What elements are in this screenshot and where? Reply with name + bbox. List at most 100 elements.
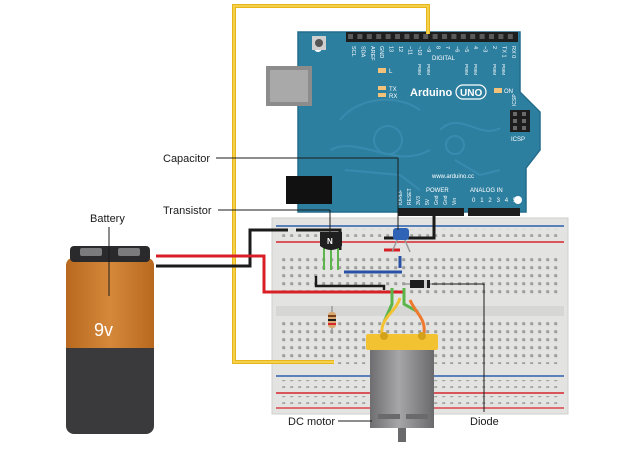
icsp-pin [513, 112, 517, 116]
analog-header [468, 208, 520, 216]
battery-negative-wire [156, 228, 288, 268]
pwm-label: PWM [492, 64, 497, 75]
header-pin-label: 7 [444, 46, 450, 49]
pwm-label: PWM [473, 64, 478, 75]
power-pin-label: 3V3 [416, 196, 422, 205]
motor-end-cap [366, 334, 438, 350]
header-pin [413, 34, 419, 39]
header-pin-label: 13 [388, 46, 394, 52]
header-pin [432, 34, 438, 39]
icsp-side-label: ICSP [512, 94, 518, 106]
l-led [378, 68, 386, 73]
wires [156, 4, 436, 364]
header-pin-label: ~5 [463, 46, 469, 52]
pwm-label: PWM [426, 64, 431, 75]
header-pin-label: 2 [491, 46, 497, 49]
website-label: www.arduino.cc [431, 174, 474, 180]
header-pin [460, 34, 466, 39]
header-pin [470, 34, 476, 39]
analog-pin-label: 0 [472, 198, 476, 204]
icsp-pin [513, 119, 517, 123]
header-pin [423, 34, 429, 39]
header-pin [507, 34, 513, 39]
header-pin [348, 34, 353, 39]
digital-header-pins [348, 34, 513, 39]
icsp-pin [522, 119, 526, 123]
uno-badge [455, 84, 487, 100]
board-traces [329, 98, 501, 191]
transistor-label: Transistor [163, 205, 212, 217]
capacitor-label: Capacitor [163, 153, 210, 165]
pwm-label: PWM [464, 64, 469, 75]
on-led [494, 88, 502, 93]
motor-shaft [398, 428, 406, 442]
header-pin-label: ~9 [425, 46, 431, 52]
header-pin [357, 34, 363, 39]
power-header [398, 208, 464, 216]
header-pin [404, 34, 410, 39]
battery-label: Battery [90, 213, 125, 225]
header-pin [498, 34, 504, 39]
header-pin [395, 34, 400, 39]
digital-header [346, 32, 518, 42]
analog-pin-label: 5 [513, 198, 517, 204]
icsp-pin [522, 126, 526, 130]
power-pin-label: RESET [407, 188, 413, 205]
analog-pin-label: 3 [497, 198, 501, 204]
center-channel [276, 306, 564, 316]
resistor [328, 306, 336, 334]
diode [404, 280, 436, 288]
icsp-pin [513, 126, 517, 130]
header-pin-label: ~6 [453, 46, 459, 52]
pwm-label: PWM [417, 64, 422, 75]
tx-label: TX [389, 87, 397, 93]
power-jack [286, 176, 332, 204]
header-pin-label: 4 [472, 46, 478, 49]
battery-terminal [80, 248, 102, 256]
on-label: ON [504, 89, 513, 95]
arduino-brand: Arduino [410, 87, 452, 99]
header-pin [385, 34, 391, 39]
header-pin [489, 34, 494, 39]
arduino-model: UNO [460, 88, 482, 99]
transistor: N [320, 232, 342, 270]
analog-pin-label: 4 [505, 198, 509, 204]
header-pin-label: TX 1 [500, 46, 506, 58]
power-label: POWER [426, 188, 449, 194]
icsp-pin [522, 112, 526, 116]
motor-lead-yellow [380, 297, 402, 335]
power-pin-label: 5V [425, 198, 431, 205]
top-terminal-strip [282, 254, 558, 296]
mounting-hole [514, 196, 522, 204]
power-pin-label: IOREF [398, 190, 404, 205]
header-pin [442, 34, 447, 39]
transistor-marking: N [327, 237, 333, 246]
header-pin [376, 34, 382, 39]
analog-label: ANALOG IN [470, 188, 503, 194]
battery-positive-wire [156, 254, 404, 294]
l-led-label: L [389, 69, 393, 75]
header-pin [366, 34, 372, 39]
analog-pin-label: 2 [488, 198, 492, 204]
dc-motor [366, 332, 438, 442]
battery-voltage: 9v [94, 320, 113, 340]
battery: 9v [66, 246, 154, 434]
power-pin-label: Gnd [434, 195, 440, 205]
tx-led [378, 86, 386, 90]
header-pin-label: GND [378, 46, 384, 58]
header-pin-label: ~3 [482, 46, 488, 52]
motor-lead-orange [408, 299, 426, 335]
battery-terminal [118, 248, 140, 256]
header-pin [479, 34, 485, 39]
power-pin-label: Gnd [443, 195, 449, 205]
digital-label: DIGITAL [432, 56, 456, 62]
header-pin-label: SDA [359, 46, 365, 58]
header-pin-label: 8 [435, 46, 441, 49]
header-pin-label: AREF [369, 46, 375, 61]
header-pin-label: RX 0 [510, 46, 516, 58]
callouts: Capacitor Transistor Battery DC motor Di… [90, 153, 499, 428]
